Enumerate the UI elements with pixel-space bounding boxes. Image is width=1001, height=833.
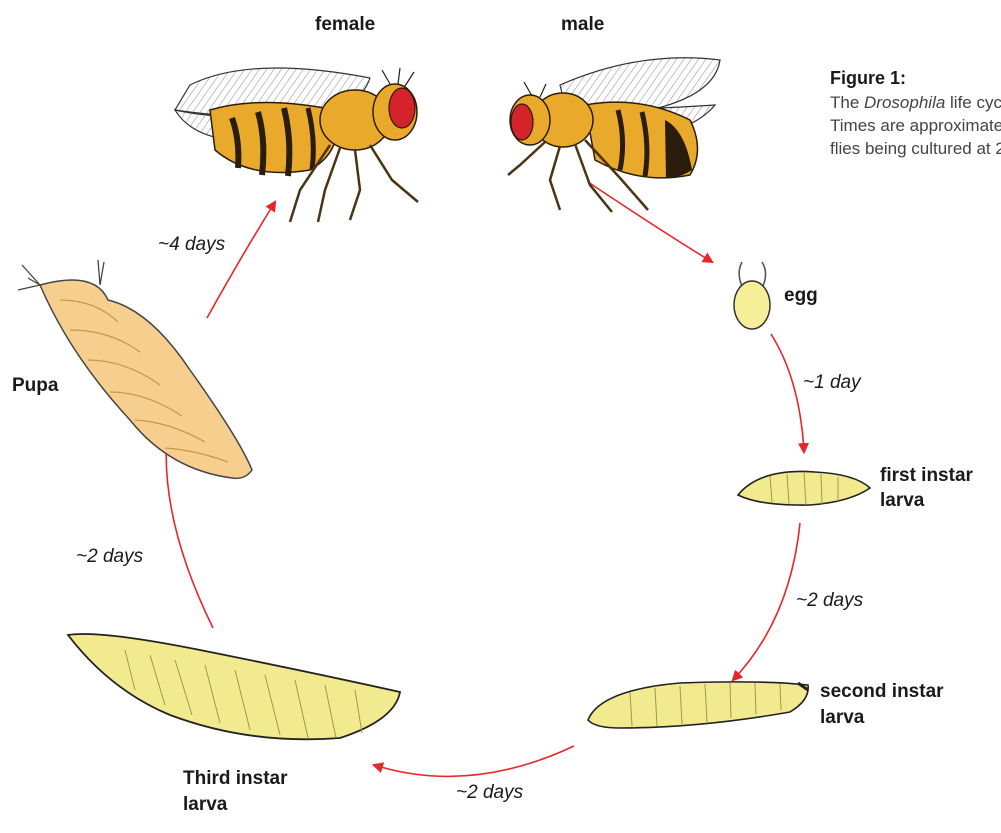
label-first-instar-line1: first instar <box>880 465 974 486</box>
arrow-first-to-second-instar <box>733 523 800 680</box>
duration-egg-to-first: ~1 day <box>803 372 862 393</box>
label-egg: egg <box>784 285 818 306</box>
arrow-egg-to-first-instar <box>771 334 804 452</box>
caption-line-2: Times are approximate and depend on <box>830 116 1001 135</box>
second-instar-larva-illustration <box>588 682 808 728</box>
label-second-instar-line1: second instar <box>820 681 944 702</box>
male-eye-icon <box>511 104 533 140</box>
label-third-instar-line2: larva <box>183 794 228 815</box>
third-instar-larva-illustration <box>68 634 400 739</box>
pupa-illustration <box>18 260 252 478</box>
egg-illustration <box>734 262 770 329</box>
arrow-male-to-egg <box>588 182 712 262</box>
arrow-second-to-third-instar <box>374 746 574 776</box>
duration-pupa-to-adult: ~4 days <box>158 234 226 255</box>
female-eye-icon <box>389 88 415 128</box>
figure-title: Figure 1: <box>830 68 906 88</box>
duration-second-to-third: ~2 days <box>456 782 524 803</box>
label-third-instar-line1: Third instar <box>183 768 288 789</box>
label-first-instar-line2: larva <box>880 490 925 511</box>
arrow-pupa-to-adult <box>207 202 275 318</box>
label-second-instar-line2: larva <box>820 707 865 728</box>
male-fly-illustration <box>508 58 720 212</box>
female-fly-illustration <box>175 68 418 222</box>
caption-line-1-italic: Drosophila <box>864 93 945 112</box>
label-male: male <box>561 14 604 35</box>
caption-line-1: The Drosophila life cycle. <box>830 93 1001 112</box>
first-instar-larva-illustration <box>738 471 870 505</box>
caption-line-1-before: The <box>830 93 864 112</box>
caption-line-3: flies being cultured at 25 °C. <box>830 139 1001 158</box>
caption-line-1-after: life cycle. <box>945 93 1001 112</box>
label-female: female <box>315 14 375 35</box>
duration-first-to-second: ~2 days <box>796 590 864 611</box>
label-pupa: Pupa <box>12 375 59 396</box>
duration-third-to-pupa: ~2 days <box>76 546 144 567</box>
